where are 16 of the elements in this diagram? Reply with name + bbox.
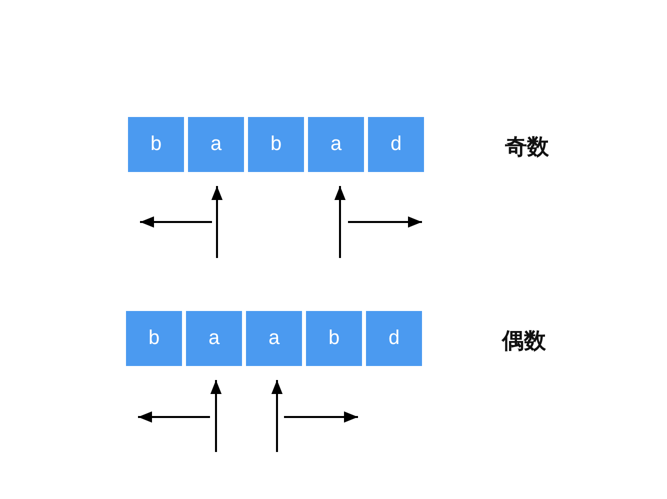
array-cell: b [306,311,362,366]
row-label: 奇数 [505,134,549,162]
array-cell: b [126,311,182,366]
array-cell: d [368,117,424,172]
row-label: 偶数 [502,328,546,356]
arrow [210,380,222,452]
array-cell: d [366,311,422,366]
arrow [211,186,223,258]
array-cell: a [246,311,302,366]
array-cell: b [128,117,184,172]
array-cell: a [186,311,242,366]
array-cell: a [308,117,364,172]
array-cell: b [248,117,304,172]
arrow [334,186,346,258]
array-cell: a [188,117,244,172]
arrow [271,380,283,452]
